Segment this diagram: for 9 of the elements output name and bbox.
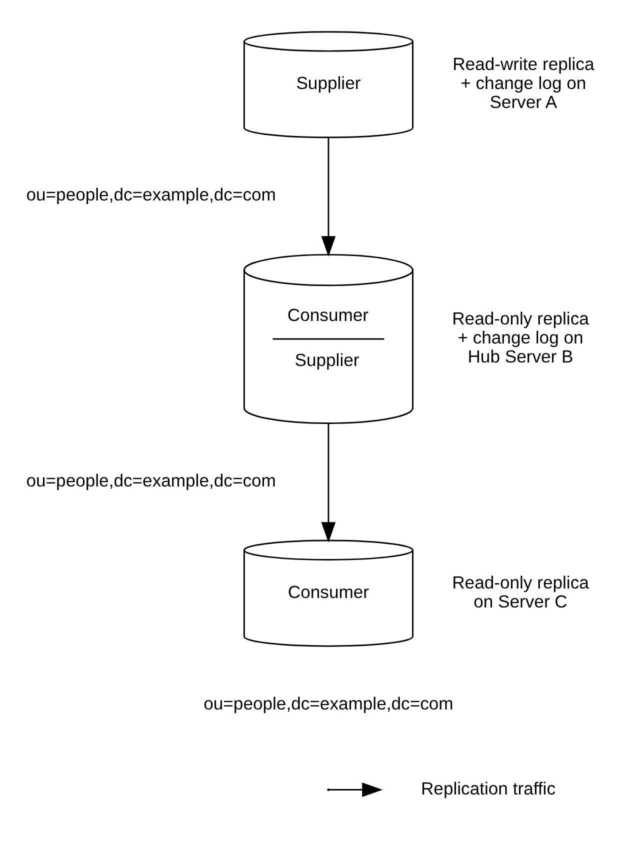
- legend-label: Replication traffic: [420, 778, 556, 798]
- node-label: Read-write replica + change log on Server A: [452, 54, 594, 112]
- node-label: ou=people,dc=example,dc=com: [26, 184, 276, 205]
- arrow: [321, 423, 336, 543]
- node-label: ou=people,dc=example,dc=com: [204, 693, 454, 714]
- node-label: ou=people,dc=example,dc=com: [26, 470, 276, 490]
- node-label: Read-only replica + change log on Hub Server B: [452, 308, 589, 367]
- node-label: Read-only replica on Server C: [452, 572, 589, 612]
- arrow: [321, 138, 336, 257]
